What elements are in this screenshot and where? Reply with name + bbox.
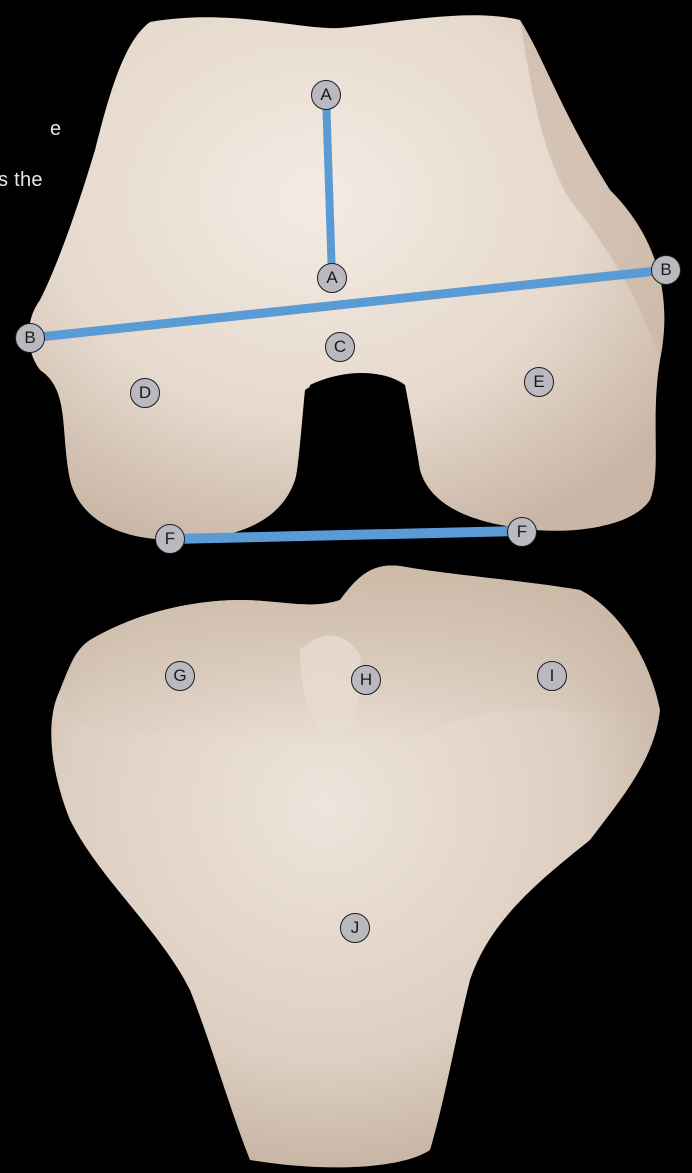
marker-j: J (340, 913, 370, 943)
marker-c: C (325, 332, 355, 362)
marker-d: D (130, 378, 160, 408)
intercondylar-notch (296, 376, 418, 478)
marker-h: H (351, 665, 381, 695)
marker-b-left: B (15, 323, 45, 353)
marker-b-right: B (651, 255, 681, 285)
marker-f-right: F (507, 517, 537, 547)
marker-f-left: F (155, 524, 185, 554)
marker-g: G (165, 661, 195, 691)
marker-e: E (524, 367, 554, 397)
marker-a-top: A (311, 80, 341, 110)
side-caption-line-2: s the (0, 169, 43, 192)
marker-i: I (537, 661, 567, 691)
marker-a-mid: A (317, 263, 347, 293)
side-caption-line-1: e (50, 118, 61, 141)
